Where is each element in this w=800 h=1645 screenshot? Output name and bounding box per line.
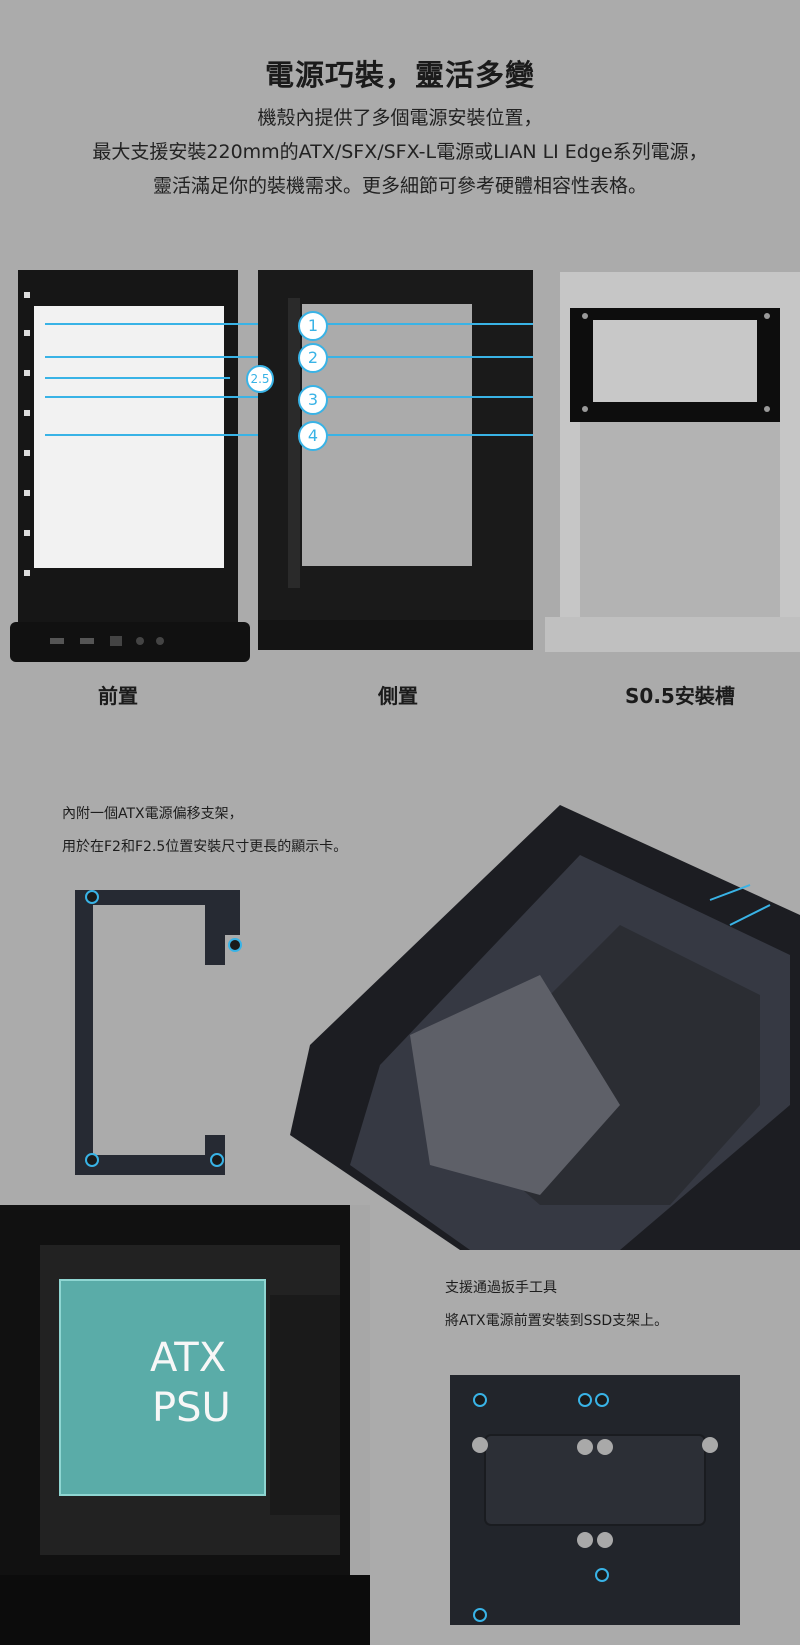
caption-slot: S0.5安裝槽 xyxy=(625,684,735,708)
bracket-note-line-2: 用於在F2和F2.5位置安裝尺寸更長的顯示卡。 xyxy=(62,839,348,855)
chassis-psu-image xyxy=(0,1205,370,1645)
psu-label-line-1: ATX xyxy=(150,1335,227,1381)
caption-side: 側置 xyxy=(378,684,418,708)
angled-chassis-image xyxy=(290,805,800,1250)
description-line-2: 最大支援安裝220mm的ATX/SFX/SFX-L電源或LIAN LI Edge… xyxy=(92,141,708,163)
side-panel-image xyxy=(258,270,533,650)
position-marker-1: 1 xyxy=(298,311,328,341)
wrench-note-line-2: 將ATX電源前置安裝到SSD支架上。 xyxy=(445,1313,669,1329)
slot-image xyxy=(545,272,800,652)
ssd-bracket-image xyxy=(450,1375,740,1625)
position-marker-4: 4 xyxy=(298,421,328,451)
description-line-1: 機殼內提供了多個電源安裝位置， xyxy=(257,107,543,129)
front-panel-image xyxy=(10,270,268,662)
position-marker-3: 3 xyxy=(298,385,328,415)
caption-front: 前置 xyxy=(98,684,138,708)
wrench-note-line-1: 支援通過扳手工具 xyxy=(445,1280,557,1296)
position-marker-2-5: 2.5 xyxy=(246,365,274,393)
section-title: 電源巧裝，靈活多變 xyxy=(264,58,535,92)
offset-bracket-image xyxy=(75,890,242,1175)
psu-label-line-2: PSU xyxy=(152,1385,231,1431)
position-marker-2: 2 xyxy=(298,343,328,373)
description-line-3: 靈活滿足你的裝機需求。更多細節可參考硬體相容性表格。 xyxy=(152,175,647,197)
bracket-note-line-1: 內附一個ATX電源偏移支架， xyxy=(62,806,243,822)
